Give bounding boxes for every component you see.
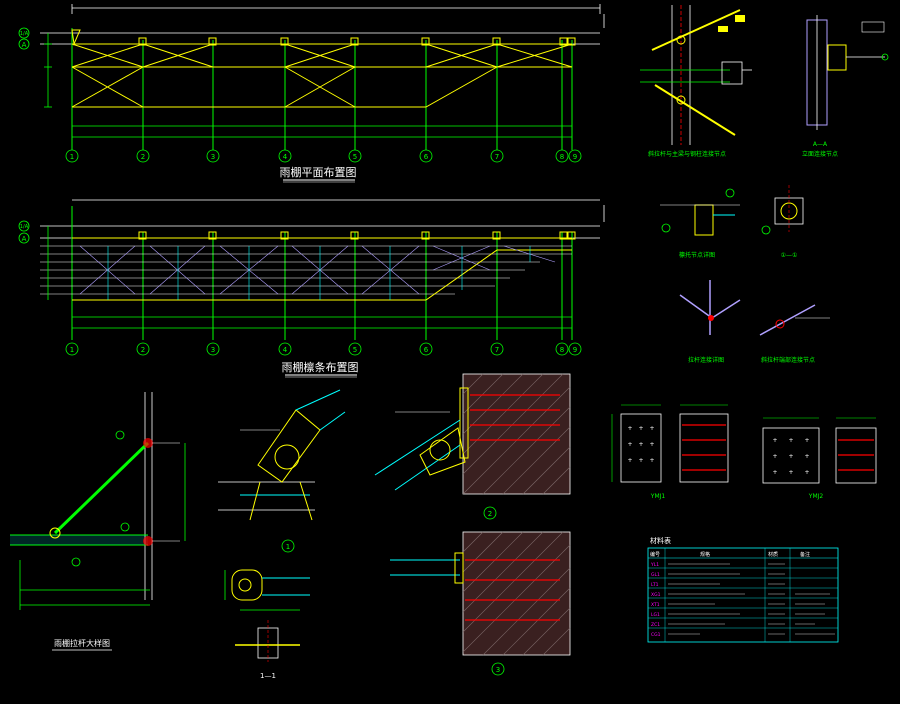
top-plan-axis-8: 8 bbox=[560, 153, 564, 161]
top-plan-axis-3: 3 bbox=[211, 153, 215, 161]
section-11-label: ①—① bbox=[781, 252, 798, 259]
top-node-title: 斜拉杆与主梁与钢柱连接节点 bbox=[648, 150, 726, 158]
plate-ymj1-label: YMJ1 bbox=[650, 493, 666, 500]
detail-section-aa: A—A 立面连接节点 bbox=[802, 15, 889, 158]
material-row-5-id: XT1 bbox=[651, 602, 660, 608]
purlin-plan-row-label-1: 1/A bbox=[20, 224, 29, 230]
rod-node-title: 拉杆连接详图 bbox=[688, 356, 724, 364]
plate-ymj1: + + + + + + + + + YMJ1 bbox=[611, 404, 729, 500]
svg-text:+: + bbox=[804, 469, 809, 476]
svg-text:+: + bbox=[627, 425, 632, 432]
canopy-elevation: 雨棚拉杆大样图 bbox=[10, 392, 186, 651]
svg-text:+: + bbox=[627, 441, 632, 448]
top-plan-axis-2: 2 bbox=[141, 153, 145, 161]
purlin-plan-axis-7: 7 bbox=[495, 346, 499, 354]
plate-ymj2-label: YMJ2 bbox=[808, 493, 824, 500]
purlin-plan-axis-8: 8 bbox=[560, 346, 564, 354]
detail-2: 2 bbox=[374, 373, 571, 520]
detail-rod-node: 拉杆连接详图 bbox=[679, 280, 741, 364]
detail-1: 1 bbox=[218, 389, 346, 553]
detail-column-beam-node: 斜拉杆与主梁与钢柱连接节点 bbox=[640, 5, 752, 158]
detail-rod-end: 斜拉杆端部连接节点 bbox=[759, 304, 830, 364]
svg-text:+: + bbox=[638, 457, 643, 464]
material-header-mat: 材质 bbox=[768, 551, 778, 558]
material-header-note: 备注 bbox=[800, 551, 810, 558]
svg-text:+: + bbox=[649, 457, 654, 464]
svg-text:+: + bbox=[788, 469, 793, 476]
section-bottom-label: 1—1 bbox=[260, 672, 276, 680]
detail-3: 3 bbox=[390, 531, 571, 676]
material-row-2-id: GL1 bbox=[651, 572, 660, 578]
svg-text:+: + bbox=[638, 441, 643, 448]
top-plan-axis-5: 5 bbox=[353, 153, 357, 161]
purlin-plan-axis-4: 4 bbox=[283, 346, 288, 354]
svg-text:+: + bbox=[804, 453, 809, 460]
material-row-1-id: YL1 bbox=[650, 562, 659, 568]
detail-small-plate bbox=[224, 569, 310, 611]
top-plan-title: 雨棚平面布置图 bbox=[280, 165, 357, 179]
material-table-caption: 材料表 bbox=[650, 536, 671, 545]
elevation-title: 雨棚拉杆大样图 bbox=[54, 638, 110, 648]
top-plan: 1/A A 1 2 3 4 5 6 7 8 9 雨棚平面布置图 bbox=[18, 4, 605, 183]
svg-text:+: + bbox=[638, 425, 643, 432]
material-row-8-id: CG1 bbox=[651, 632, 661, 638]
purlin-plan-axis-5: 5 bbox=[353, 346, 357, 354]
top-plan-axis-4: 4 bbox=[283, 153, 288, 161]
material-table: 材料表 编号 规格 材质 备注 YL1 GL1 LT1 XG1 XT1 LG1 … bbox=[647, 536, 839, 643]
top-plan-axis-9: 9 bbox=[573, 153, 577, 161]
material-row-4-id: XG1 bbox=[651, 592, 661, 598]
svg-text:+: + bbox=[788, 437, 793, 444]
svg-text:+: + bbox=[772, 437, 777, 444]
purlin-plan-axis-6: 6 bbox=[424, 346, 429, 354]
plate-ymj2: + + + + + + + + + YMJ2 bbox=[762, 417, 877, 500]
material-row-6-id: LG1 bbox=[651, 612, 660, 618]
material-header-id: 编号 bbox=[650, 551, 660, 558]
svg-text:+: + bbox=[772, 469, 777, 476]
top-plan-axis-6: 6 bbox=[424, 153, 429, 161]
material-row-7-id: ZC1 bbox=[651, 622, 660, 628]
svg-text:+: + bbox=[804, 437, 809, 444]
top-plan-row-label-2: A bbox=[22, 41, 27, 49]
svg-text:+: + bbox=[627, 457, 632, 464]
purlin-plan-axis-2: 2 bbox=[141, 346, 145, 354]
detail-section-11: ①—① bbox=[761, 185, 804, 259]
purlin-plan-axis-9: 9 bbox=[573, 346, 577, 354]
rod-end-title: 斜拉杆端部连接节点 bbox=[761, 356, 815, 364]
purlin-plan-title: 雨棚檩条布置图 bbox=[282, 360, 359, 374]
svg-text:+: + bbox=[772, 453, 777, 460]
purlin-plan-row-label-2: A bbox=[22, 235, 27, 243]
svg-text:+: + bbox=[649, 425, 654, 432]
purlin-plan-axis-1: 1 bbox=[70, 346, 74, 354]
section-aa-label: A—A bbox=[813, 141, 828, 148]
callout-3: 3 bbox=[496, 666, 500, 674]
section-aa-title: 立面连接节点 bbox=[802, 150, 838, 158]
detail-section-bottom: 1—1 bbox=[235, 620, 300, 680]
purlin-plan: 1/A A 1 2 3 4 5 6 7 8 9 雨棚檩条布置图 bbox=[18, 199, 605, 378]
beam-node-title: 檩托节点详图 bbox=[679, 251, 715, 259]
callout-2: 2 bbox=[488, 510, 492, 518]
svg-text:+: + bbox=[649, 441, 654, 448]
top-plan-axis-7: 7 bbox=[495, 153, 499, 161]
callout-1: 1 bbox=[286, 543, 290, 551]
purlin-plan-axis-3: 3 bbox=[211, 346, 215, 354]
svg-text:+: + bbox=[788, 453, 793, 460]
material-header-spec: 规格 bbox=[700, 551, 710, 558]
top-plan-axis-1: 1 bbox=[70, 153, 74, 161]
detail-beam-node: 檩托节点详图 bbox=[660, 188, 740, 259]
material-row-3-id: LT1 bbox=[651, 582, 659, 588]
top-plan-row-label-1: 1/A bbox=[20, 31, 29, 37]
